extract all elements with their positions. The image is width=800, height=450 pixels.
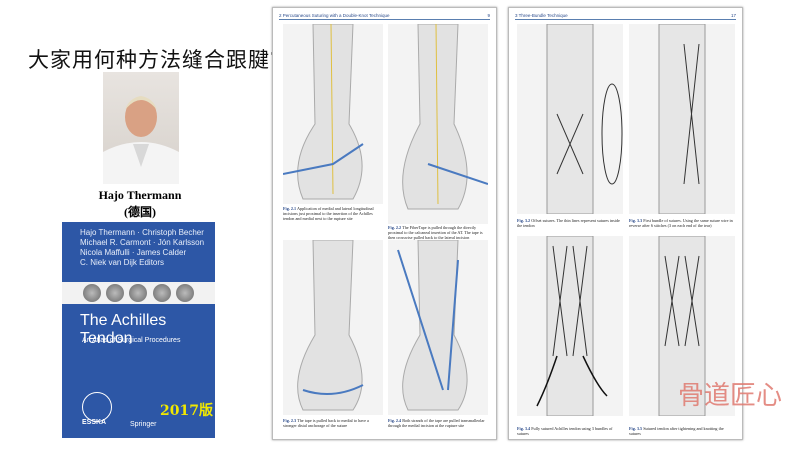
publisher-label: Springer: [130, 421, 157, 428]
figure-caption: Fig. 3.4 Fully sutured Achilles tendon u…: [517, 426, 613, 436]
page-header: 3 Three-Bundle Technique: [515, 13, 568, 18]
author-country: (德国): [124, 205, 156, 219]
esska-logo-icon: [82, 392, 112, 422]
book-title: The Achilles Tendon: [80, 312, 167, 347]
book-subtitle: An Atlas of Surgical Procedures: [82, 337, 181, 344]
figure-caption: Fig. 2.1 Application of medial and later…: [283, 206, 374, 221]
watermark-logo: 骨道匠心: [678, 381, 783, 411]
figure-2-3: [283, 239, 383, 415]
author-photo: [103, 72, 179, 184]
figure-caption: Fig. 2.3 The tape is pulled back to medi…: [283, 418, 369, 428]
editor-line: Hajo Thermann · Christoph Becher: [80, 228, 204, 237]
book-page-right: 3 Three-Bundle Technique 17 Fig. 3.2 Offs…: [508, 7, 743, 440]
edition-label: 2017版: [160, 403, 213, 419]
figure-caption: Fig. 3.2 Offset sutures. The thin lines …: [517, 218, 620, 228]
figure-3-2: [517, 23, 623, 215]
author-name: Hajo Thermann: [98, 188, 182, 202]
book-editors: Hajo Thermann · Christoph Becher Michael…: [80, 228, 204, 268]
book-page-left: 2 Percutaneous Suturing with a Double-Kn…: [272, 7, 497, 440]
page-number: 17: [730, 13, 736, 18]
editor-line: Nicola Maffulli · James Calder: [80, 248, 187, 257]
figure-2-4: [388, 239, 488, 415]
figure-caption: Fig. 3.3 First bundle of sutures. Using …: [629, 218, 733, 228]
book-cover: Hajo Thermann · Christoph Becher Michael…: [62, 222, 215, 438]
esska-label: ESSKA: [82, 419, 107, 426]
page-number: 9: [487, 13, 490, 18]
figure-caption: Fig. 2.4 Both strands of the tape are pu…: [388, 418, 485, 428]
figure-2-2: [388, 23, 489, 224]
figure-3-4: [517, 235, 623, 417]
figure-3-3: [629, 23, 735, 215]
author-portrait-image: [103, 96, 179, 184]
figure-caption: Fig. 3.5 Sutured tendon after tightening…: [629, 426, 724, 436]
editor-line: C. Niek van Dijk Editors: [80, 258, 165, 267]
figure-caption: Fig. 2.2 The FiberTape is pulled through…: [388, 225, 483, 240]
slide-title: 大家用何种方法缝合跟腱?: [28, 48, 283, 72]
page-header: 2 Percutaneous Suturing with a Double-Kn…: [279, 13, 390, 18]
cover-image-strip: [62, 282, 215, 304]
editor-line: Michael R. Carmont · Jón Karlsson: [80, 238, 205, 247]
figure-2-1: [282, 23, 383, 204]
figure-3-5: [629, 235, 735, 417]
